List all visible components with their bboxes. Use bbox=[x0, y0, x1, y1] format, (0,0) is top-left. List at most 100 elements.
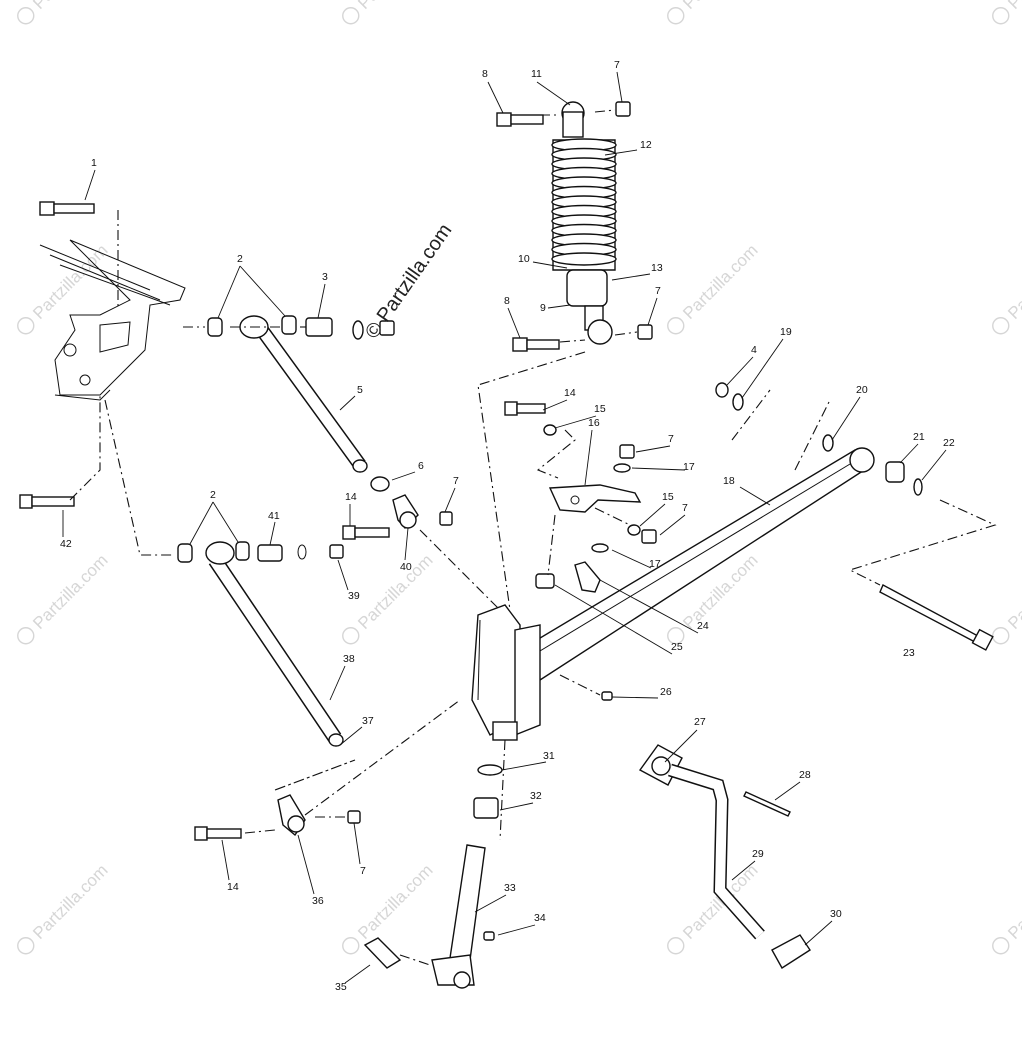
leader-line bbox=[804, 920, 833, 946]
callout-29: 29 bbox=[752, 848, 764, 860]
leader-line bbox=[631, 467, 686, 471]
callout-16: 16 bbox=[588, 417, 600, 429]
callout-28: 28 bbox=[799, 769, 811, 781]
callout-33: 33 bbox=[504, 882, 516, 894]
callout-21: 21 bbox=[913, 431, 925, 443]
copyright-icon bbox=[17, 937, 35, 955]
callout-10: 10 bbox=[518, 253, 530, 265]
callout-36: 36 bbox=[312, 895, 324, 907]
callout-8: 8 bbox=[482, 68, 488, 80]
watermark-text: Partzilla.com bbox=[29, 0, 111, 13]
leader-line bbox=[404, 527, 409, 561]
leader-line bbox=[899, 443, 919, 464]
leader-line bbox=[536, 81, 571, 106]
leader-line bbox=[664, 729, 698, 763]
copyright-icon bbox=[667, 7, 685, 25]
leader-line bbox=[921, 449, 947, 481]
leader-line bbox=[339, 395, 356, 411]
leader-line bbox=[731, 860, 756, 881]
axle-bolt-23 bbox=[879, 584, 994, 651]
callout-22: 22 bbox=[943, 437, 955, 449]
ski-mount bbox=[638, 744, 811, 969]
leader-line bbox=[269, 521, 276, 546]
leader-line bbox=[217, 265, 241, 319]
watermark: Partzilla.com bbox=[667, 861, 762, 955]
copyright-icon bbox=[992, 937, 1010, 955]
ball-joint-lower bbox=[194, 794, 361, 841]
leader-line bbox=[584, 429, 593, 486]
callout-15: 15 bbox=[662, 491, 674, 503]
copyright-icon bbox=[342, 7, 360, 25]
leader-line bbox=[329, 665, 346, 701]
callout-15: 15 bbox=[594, 403, 606, 415]
leader-line bbox=[317, 283, 326, 319]
leader-line bbox=[635, 445, 671, 453]
callout-2: 2 bbox=[210, 489, 216, 501]
copyright-icon bbox=[667, 627, 685, 645]
leader-line bbox=[611, 696, 659, 699]
trailing-arm bbox=[471, 447, 875, 741]
watermark-text: Partzilla.com bbox=[354, 861, 436, 943]
leader-line bbox=[344, 964, 371, 984]
callout-12: 12 bbox=[640, 139, 652, 151]
spindle bbox=[363, 764, 503, 989]
bracket-16 bbox=[548, 484, 642, 513]
bolt-1 bbox=[39, 201, 95, 216]
leader-line bbox=[391, 471, 416, 481]
callout-27: 27 bbox=[694, 716, 706, 728]
bolt-42 bbox=[19, 494, 75, 509]
copyright-icon bbox=[992, 317, 1010, 335]
watermark: Partzilla.com bbox=[17, 551, 112, 645]
callout-7: 7 bbox=[655, 285, 661, 297]
watermark: Partzilla.com bbox=[17, 0, 112, 25]
leader-line bbox=[212, 501, 239, 543]
callout-2: 2 bbox=[237, 253, 243, 265]
leader-line bbox=[189, 501, 214, 545]
callout-39: 39 bbox=[348, 590, 360, 602]
callout-7: 7 bbox=[360, 865, 366, 877]
leader-line bbox=[444, 487, 456, 513]
watermark-text: Partzilla.com bbox=[354, 0, 436, 13]
callout-20: 20 bbox=[856, 384, 868, 396]
leader-line bbox=[739, 486, 771, 506]
watermark: Partzilla.com bbox=[992, 241, 1022, 335]
copyright-icon bbox=[667, 937, 685, 955]
leader-line bbox=[554, 415, 597, 429]
watermark-text: Partzilla.com bbox=[29, 551, 111, 633]
callout-8: 8 bbox=[504, 295, 510, 307]
frame-bracket bbox=[39, 239, 186, 401]
watermark: Partzilla.com bbox=[17, 241, 112, 335]
callout-7: 7 bbox=[614, 59, 620, 71]
center-watermark-text: © Partzilla.com bbox=[361, 220, 456, 343]
callout-1: 1 bbox=[91, 157, 97, 169]
copyright-icon bbox=[17, 627, 35, 645]
copyright-icon bbox=[342, 627, 360, 645]
leader-line bbox=[84, 169, 96, 201]
callout-41: 41 bbox=[268, 510, 280, 522]
callout-30: 30 bbox=[830, 908, 842, 920]
center-watermark: © Partzilla.com bbox=[361, 220, 456, 343]
watermark: Partzilla.com bbox=[342, 0, 437, 25]
leader-line bbox=[497, 924, 536, 936]
upper-control-arm bbox=[239, 315, 368, 473]
callout-18: 18 bbox=[723, 475, 735, 487]
leader-line bbox=[221, 839, 230, 881]
callout-14: 14 bbox=[345, 491, 357, 503]
leader-line bbox=[507, 307, 521, 339]
ball-joint-upper bbox=[370, 476, 453, 530]
watermark-text: Partzilla.com bbox=[354, 551, 436, 633]
leader-line bbox=[599, 579, 699, 634]
callout-31: 31 bbox=[543, 750, 555, 762]
copyright-icon bbox=[992, 7, 1010, 25]
callout-4: 4 bbox=[751, 344, 757, 356]
leader-line bbox=[611, 273, 651, 281]
copyright-icon bbox=[992, 627, 1010, 645]
watermark: Partzilla.com bbox=[667, 0, 762, 25]
leader-line bbox=[239, 265, 286, 317]
watermark: Partzilla.com bbox=[992, 0, 1022, 25]
callout-7: 7 bbox=[453, 475, 459, 487]
watermark: Partzilla.com bbox=[342, 861, 437, 955]
callout-13: 13 bbox=[651, 262, 663, 274]
